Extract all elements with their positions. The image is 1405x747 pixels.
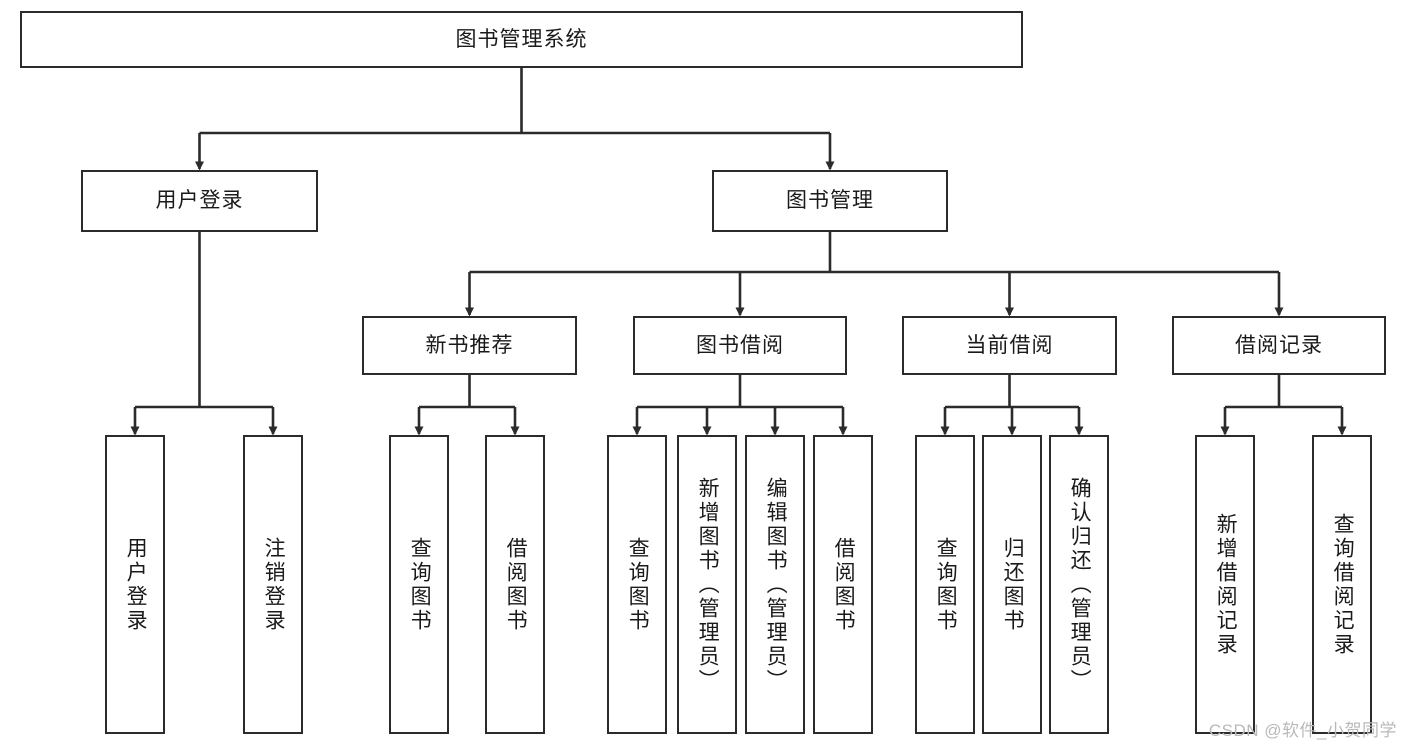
- leaf-label: 查询图书: [408, 536, 432, 633]
- node-root-label: 图书管理系统: [455, 27, 588, 51]
- leaf-leaf-borrow-book-2[interactable]: 借阅图书: [813, 435, 873, 734]
- leaf-leaf-confirm-return[interactable]: 确认归还（管理员）: [1049, 435, 1109, 734]
- node-user-login-label: 用户登录: [155, 189, 244, 213]
- leaf-label: 归还图书: [1001, 536, 1025, 633]
- leaf-label: 注销登录: [262, 536, 286, 633]
- leaf-leaf-borrow-book-1[interactable]: 借阅图书: [485, 435, 545, 734]
- leaf-label: 查询图书: [626, 536, 650, 633]
- leaf-label: 新增借阅记录: [1214, 512, 1238, 657]
- node-new-book-recommend-label: 新书推荐: [425, 333, 514, 357]
- leaf-label: 新增图书（管理员）: [696, 476, 720, 693]
- leaf-leaf-query-book-1[interactable]: 查询图书: [389, 435, 449, 734]
- node-borrow-record-label: 借阅记录: [1235, 333, 1323, 357]
- leaf-leaf-user-logout[interactable]: 注销登录: [243, 435, 303, 734]
- node-book-borrow-label: 图书借阅: [696, 333, 784, 357]
- leaf-leaf-add-record[interactable]: 新增借阅记录: [1195, 435, 1255, 734]
- leaf-label: 用户登录: [124, 536, 148, 633]
- leaf-label: 查询图书: [934, 536, 958, 633]
- leaf-label: 查询借阅记录: [1331, 512, 1355, 657]
- node-book-borrow[interactable]: 图书借阅: [633, 316, 847, 375]
- leaf-label: 确认归还（管理员）: [1068, 476, 1092, 693]
- node-current-borrow[interactable]: 当前借阅: [902, 316, 1117, 375]
- node-borrow-record[interactable]: 借阅记录: [1172, 316, 1386, 375]
- node-current-borrow-label: 当前借阅: [965, 333, 1054, 357]
- leaf-leaf-query-record[interactable]: 查询借阅记录: [1312, 435, 1372, 734]
- leaf-leaf-edit-book[interactable]: 编辑图书（管理员）: [745, 435, 805, 734]
- node-book-manage-label: 图书管理: [786, 189, 874, 213]
- leaf-leaf-query-book-2[interactable]: 查询图书: [607, 435, 667, 734]
- node-root[interactable]: 图书管理系统: [20, 11, 1023, 68]
- node-book-manage[interactable]: 图书管理: [712, 170, 948, 232]
- leaf-leaf-add-book[interactable]: 新增图书（管理员）: [677, 435, 737, 734]
- node-user-login[interactable]: 用户登录: [81, 170, 318, 232]
- leaf-leaf-query-book-3[interactable]: 查询图书: [915, 435, 975, 734]
- node-new-book-recommend[interactable]: 新书推荐: [362, 316, 577, 375]
- leaf-label: 借阅图书: [504, 536, 528, 633]
- leaf-label: 借阅图书: [832, 536, 856, 633]
- leaf-leaf-user-login[interactable]: 用户登录: [105, 435, 165, 734]
- leaf-label: 编辑图书（管理员）: [764, 476, 788, 693]
- leaf-leaf-return-book[interactable]: 归还图书: [982, 435, 1042, 734]
